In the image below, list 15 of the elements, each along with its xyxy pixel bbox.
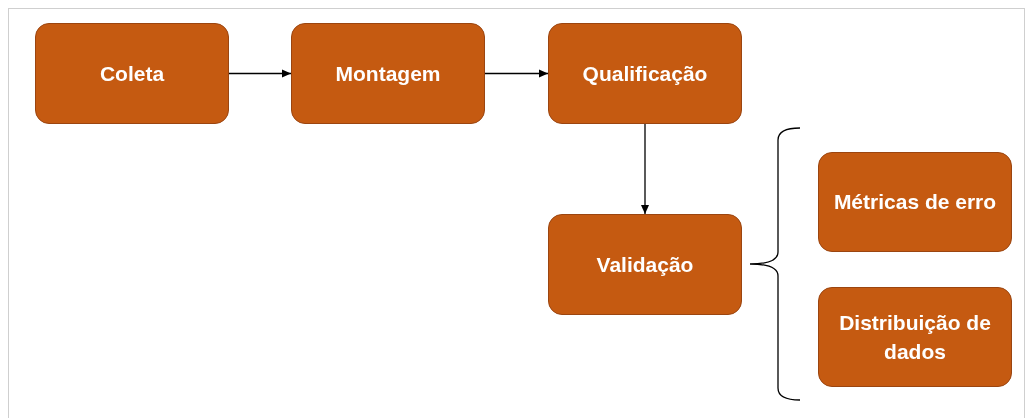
box-label: Montagem: [335, 60, 441, 87]
process-box: [818, 287, 1012, 387]
process-box: [291, 23, 485, 124]
arrow: [228, 69, 292, 78]
process-box: [548, 214, 742, 315]
box-label: Métricas de erro: [833, 189, 997, 216]
process-box: [548, 23, 742, 124]
arrow: [641, 123, 649, 215]
box-label: Distribuição de dados: [838, 309, 992, 365]
arrow: [484, 69, 549, 78]
process-box: [35, 23, 229, 124]
box-label: Coleta: [99, 60, 165, 87]
process-box: [818, 152, 1012, 252]
box-label: Validação: [596, 251, 694, 278]
box-label: Qualificação: [582, 60, 708, 87]
